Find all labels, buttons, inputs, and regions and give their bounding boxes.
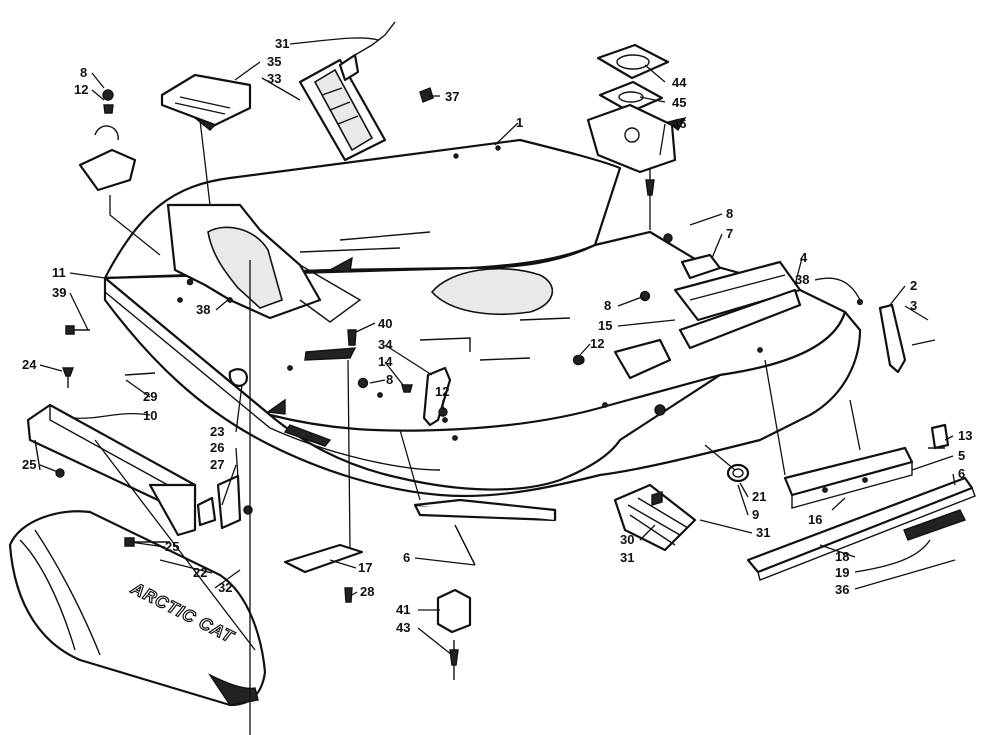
callout-8-mid: 8 — [604, 298, 611, 313]
callout-40: 39 — [52, 285, 66, 300]
callout-45: 45 — [672, 95, 686, 110]
callout-25-mid: 26 — [210, 440, 224, 455]
part-35-console-cap — [160, 73, 252, 131]
callout-8-top: 8 — [726, 206, 733, 221]
part-37-grommet — [419, 87, 434, 103]
callout-numbers: 31 35 33 37 1 44 45 46 8 7 4 38 2 3 8 15… — [22, 36, 972, 635]
callout-5: 5 — [958, 448, 965, 463]
callout-2: 2 — [910, 278, 917, 293]
callout-19: 19 — [835, 565, 849, 580]
callout-24: 25 — [165, 539, 179, 554]
part-34-handle — [357, 366, 452, 427]
callout-22: 23 — [210, 424, 224, 439]
part-21-nose-cone: ARCTIC CAT — [8, 510, 267, 707]
part-2-bumper-end — [878, 303, 936, 374]
callout-10: 10 — [143, 408, 157, 423]
callout-25-left: 25 — [22, 457, 36, 472]
part-18-step-rail — [746, 476, 976, 581]
callout-31-right: 31 — [756, 525, 770, 540]
callout-42: 41 — [396, 602, 410, 617]
part-5-trim — [783, 446, 914, 509]
callout-8-left: 8 — [80, 65, 87, 80]
callout-1: 1 — [516, 115, 523, 130]
callout-35: 35 — [267, 54, 281, 69]
hood-body — [103, 138, 862, 498]
callout-39: 38 — [196, 302, 210, 317]
callout-16: 16 — [808, 512, 822, 527]
callout-12-center: 12 — [435, 384, 449, 399]
callout-13: 13 — [958, 428, 972, 443]
callout-32: 32 — [218, 580, 232, 595]
left-upper-bracket — [78, 89, 137, 192]
callout-20: 21 — [752, 489, 766, 504]
callout-34: 34 — [378, 337, 393, 352]
callout-36: 36 — [835, 582, 849, 597]
callout-14: 14 — [378, 354, 393, 369]
callout-21: 22 — [193, 565, 207, 580]
callout-15: 15 — [598, 318, 612, 333]
part-46-bracket — [586, 103, 687, 196]
callout-12-left: 12 — [74, 82, 88, 97]
callout-33: 33 — [267, 71, 281, 86]
callout-28: 29 — [143, 389, 157, 404]
callout-23: 24 — [22, 357, 37, 372]
callout-37: 37 — [445, 89, 459, 104]
callout-27: 28 — [360, 584, 374, 599]
callout-12-right: 12 — [590, 336, 604, 351]
center-hardware — [283, 329, 557, 680]
callout-41: 40 — [378, 316, 392, 331]
part-4-running-board-bracket — [572, 260, 864, 380]
callout-43: 43 — [396, 620, 410, 635]
callout-7: 7 — [726, 226, 733, 241]
callout-30: 31 — [620, 550, 634, 565]
callout-3: 3 — [910, 298, 917, 313]
part-19-reflector — [903, 509, 966, 541]
callout-44: 44 — [672, 75, 687, 90]
callout-38: 38 — [795, 272, 809, 287]
callout-6-center: 6 — [403, 550, 410, 565]
part-13-latch — [928, 423, 950, 450]
left-small-hardware — [61, 325, 253, 547]
callout-leaders — [39, 37, 956, 656]
callout-4: 4 — [800, 250, 808, 265]
callout-31: 31 — [275, 36, 289, 51]
callout-46: 46 — [672, 116, 686, 131]
part-10-front-bumper — [26, 403, 197, 537]
part-29-boot — [613, 483, 697, 552]
part-44-plate — [596, 43, 670, 80]
callout-8-center: 8 — [386, 372, 393, 387]
part-33-shifter-boot — [298, 58, 387, 162]
part-7-bracket — [663, 233, 722, 280]
callout-26: 27 — [210, 457, 224, 472]
part-31-cable — [338, 21, 396, 82]
callout-9: 9 — [752, 507, 759, 522]
callout-18: 18 — [835, 549, 849, 564]
callout-17: 17 — [358, 560, 372, 575]
callout-6-right: 6 — [958, 466, 965, 481]
callout-11: 11 — [52, 265, 66, 280]
callout-29: 30 — [620, 532, 634, 547]
